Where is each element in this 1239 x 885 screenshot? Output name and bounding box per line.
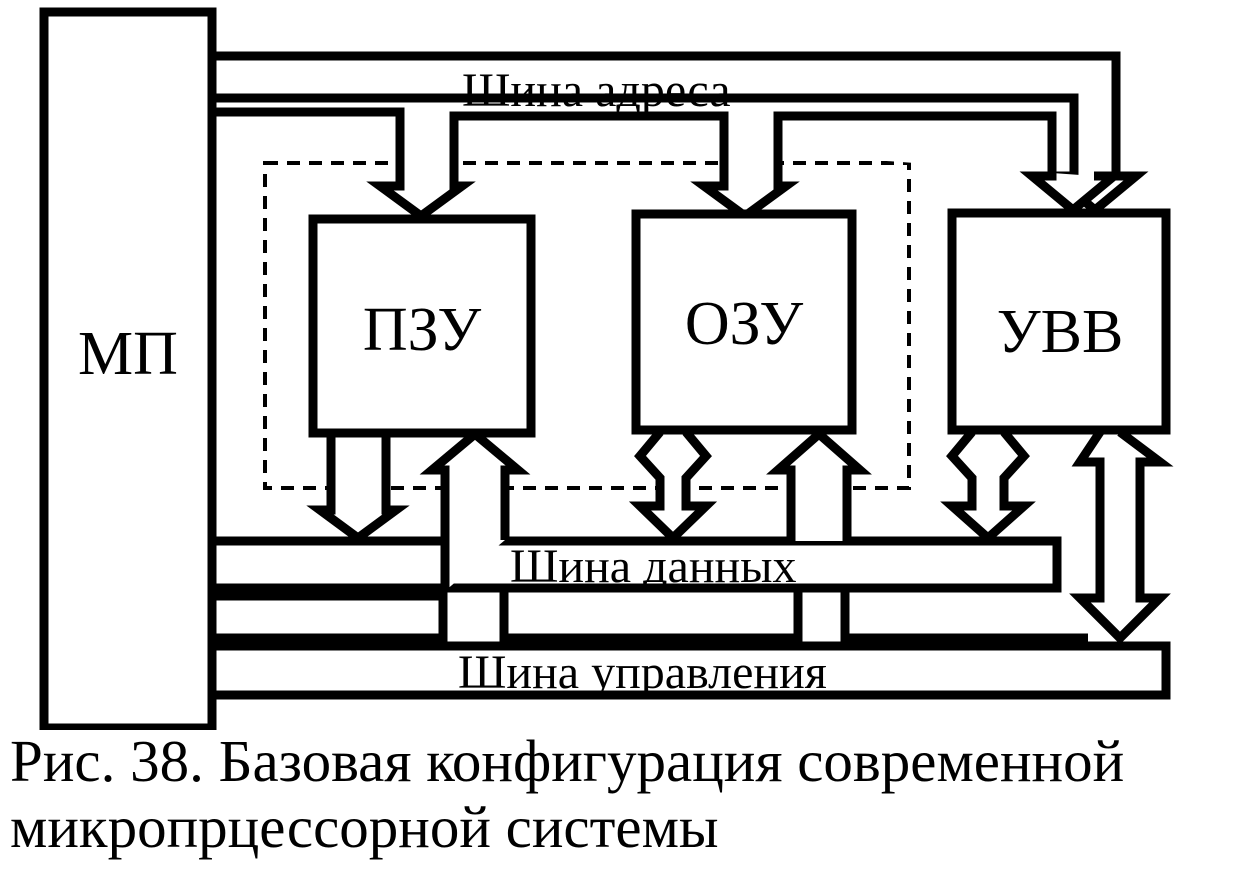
control-line-io bbox=[840, 588, 1088, 643]
mp-label: МП bbox=[78, 320, 178, 388]
ram-label: ОЗУ bbox=[685, 290, 803, 358]
control-line-rom bbox=[212, 591, 448, 643]
data-bus-label: Шина данных bbox=[510, 540, 796, 593]
control-bus-label: Шина управления bbox=[458, 646, 827, 699]
io-data-bidirectional-arrow bbox=[940, 429, 1036, 545]
io-control-bidirectional-arrow bbox=[1069, 428, 1174, 645]
caption-line-1: Рис. 38. Базовая конфигурация современно… bbox=[10, 728, 1125, 794]
figure-caption: Рис. 38. Базовая конфигурация современно… bbox=[10, 728, 1235, 860]
ram-block bbox=[631, 209, 857, 435]
io-label: УВВ bbox=[997, 298, 1124, 366]
address-bus-to-rom-arrow bbox=[212, 107, 1127, 222]
ram-data-bidirectional-arrow bbox=[628, 429, 718, 545]
address-bus-label: Шина адреса bbox=[462, 64, 731, 117]
control-bus-channel bbox=[212, 641, 1171, 700]
ram-control-in-arrow bbox=[766, 428, 872, 541]
caption-line-2: микропрцессорной системы bbox=[10, 794, 719, 860]
mp-block bbox=[39, 7, 217, 730]
io-block bbox=[947, 208, 1171, 435]
microprocessor-system-diagram: Шина адреса Шина данных Шина управления … bbox=[39, 7, 1174, 730]
rom-block bbox=[308, 214, 536, 438]
data-bus-channel bbox=[207, 536, 1062, 593]
rom-label: ПЗУ bbox=[363, 296, 481, 364]
rom-data-out-arrow bbox=[306, 432, 410, 544]
control-line-ram bbox=[499, 588, 803, 643]
